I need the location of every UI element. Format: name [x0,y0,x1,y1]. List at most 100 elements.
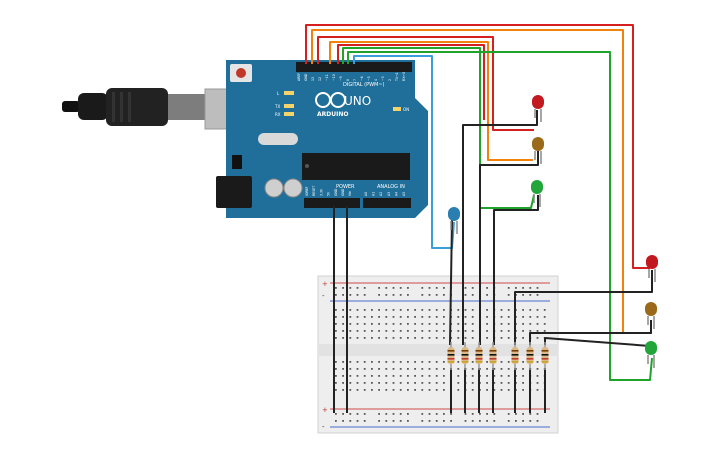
breadboard-hole [414,337,416,339]
breadboard-hole [522,316,524,318]
breadboard-hole [507,420,510,422]
wire-green-to-green-led-1 [342,47,535,209]
breadboard-hole [356,337,359,339]
resistor-3 [475,342,483,370]
breadboard-hole [507,361,510,363]
digital-label: DIGITAL (PWM~) [343,82,385,88]
breadboard-hole [399,368,402,370]
breadboard-hole [428,330,431,332]
breadboard-hole [507,309,510,311]
breadboard-hole [392,375,395,377]
breadboard-hole [435,323,438,325]
analog-pin-label-3: A3 [387,192,391,196]
breadboard-hole [471,368,474,370]
breadboard-hole [392,382,395,384]
breadboard-hole [399,309,402,311]
breadboard-hole [507,337,510,339]
breadboard-hole [356,309,359,311]
breadboard-hole [464,413,467,415]
breadboard-hole [342,316,344,318]
breadboard-hole [471,309,474,311]
breadboard-hole [486,420,488,422]
breadboard-hole [335,389,337,391]
breadboard-hole [471,382,474,384]
breadboard-hole [399,337,402,339]
breadboard-hole [464,294,467,296]
breadboard-hole [414,382,416,384]
breadboard-hole [486,294,488,296]
breadboard-hole [356,287,359,289]
analog-pin-label-1: A1 [372,192,376,196]
breadboard-hole [407,294,409,296]
breadboard-hole [443,361,445,363]
breadboard-hole [536,361,539,363]
breadboard-hole [356,330,359,332]
breadboard-hole [385,413,388,415]
breadboard-hole [471,287,474,289]
breadboard-hole [486,382,488,384]
breadboard-hole [407,413,409,415]
breadboard-hole [421,287,424,289]
breadboard-hole [399,294,402,296]
breadboard-hole [385,294,388,296]
breadboard-hole [335,316,337,318]
breadboard-hole [421,361,424,363]
breadboard-hole [500,361,503,363]
power-jack [216,176,252,208]
resistor-1 [447,342,455,370]
breadboard-hole [435,337,438,339]
breadboard-hole [335,323,337,325]
wire-black-led-blue [449,219,453,346]
breadboard-hole [363,309,366,311]
breadboard-hole [378,316,380,318]
breadboard-hole [493,368,496,370]
breadboard-hole [421,337,424,339]
analog-pin-label-4: A4 [394,192,398,196]
breadboard-hole [356,375,359,377]
breadboard-hole [529,294,532,296]
breadboard-hole [471,420,474,422]
breadboard-hole [399,330,402,332]
breadboard-hole [349,375,352,377]
breadboard-hole [443,337,445,339]
breadboard-hole [335,337,337,339]
breadboard-hole [507,389,510,391]
analog-label: ANALOG IN [377,184,405,190]
breadboard-hole [522,361,524,363]
reset-button-cap [236,68,246,78]
breadboard-hole [522,375,524,377]
breadboard-hole [378,287,380,289]
breadboard-hole [342,368,344,370]
breadboard-hole [486,337,488,339]
led-red-1 [532,95,544,122]
breadboard-hole [414,368,416,370]
breadboard-hole [414,316,416,318]
analog-header [363,198,411,208]
breadboard-hole [414,323,416,325]
breadboard-hole [371,330,373,332]
led-yellow-1 [532,137,544,164]
breadboard-hole [435,420,438,422]
breadboard-hole [428,420,431,422]
breadboard-hole [407,368,409,370]
breadboard-hole [335,287,337,289]
breadboard-hole [378,413,380,415]
breadboard-hole [378,294,380,296]
breadboard-hole [450,420,452,422]
breadboard-hole [392,287,395,289]
breadboard-hole [507,330,510,332]
analog-pin-label-2: A2 [379,192,383,196]
breadboard-hole [421,294,424,296]
breadboard-hole [335,361,337,363]
breadboard-hole [414,375,416,377]
breadboard-hole [392,294,395,296]
breadboard-hole [522,323,524,325]
breadboard-hole [457,309,460,311]
breadboard-hole [428,413,431,415]
analog-pin-label-0: A0 [364,192,368,196]
breadboard-hole [464,309,467,311]
l-label: L [277,91,280,96]
breadboard-hole [536,413,539,415]
breadboard-hole [479,413,481,415]
breadboard-hole [457,375,460,377]
